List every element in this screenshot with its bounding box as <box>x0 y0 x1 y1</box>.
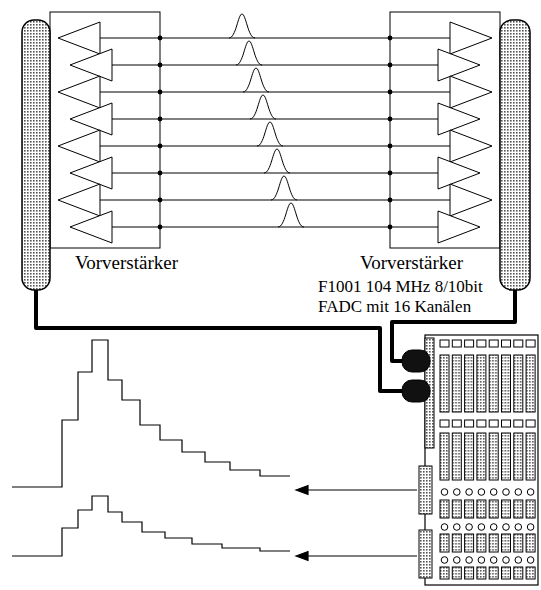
preamp-label: Vorverstärker <box>75 252 178 274</box>
preamp-box: Vorverstärker <box>390 12 530 290</box>
module-caption: F1001 104 MHz 8/10bit FADC mit 16 Kanäle… <box>318 277 503 316</box>
preamp-label: Vorverstärker <box>360 252 463 274</box>
preamp-box: Vorverstärker <box>22 12 160 290</box>
fadc-board: F1001 104 MHz 8/10bit FADC mit 16 Kanäle… <box>402 335 538 585</box>
